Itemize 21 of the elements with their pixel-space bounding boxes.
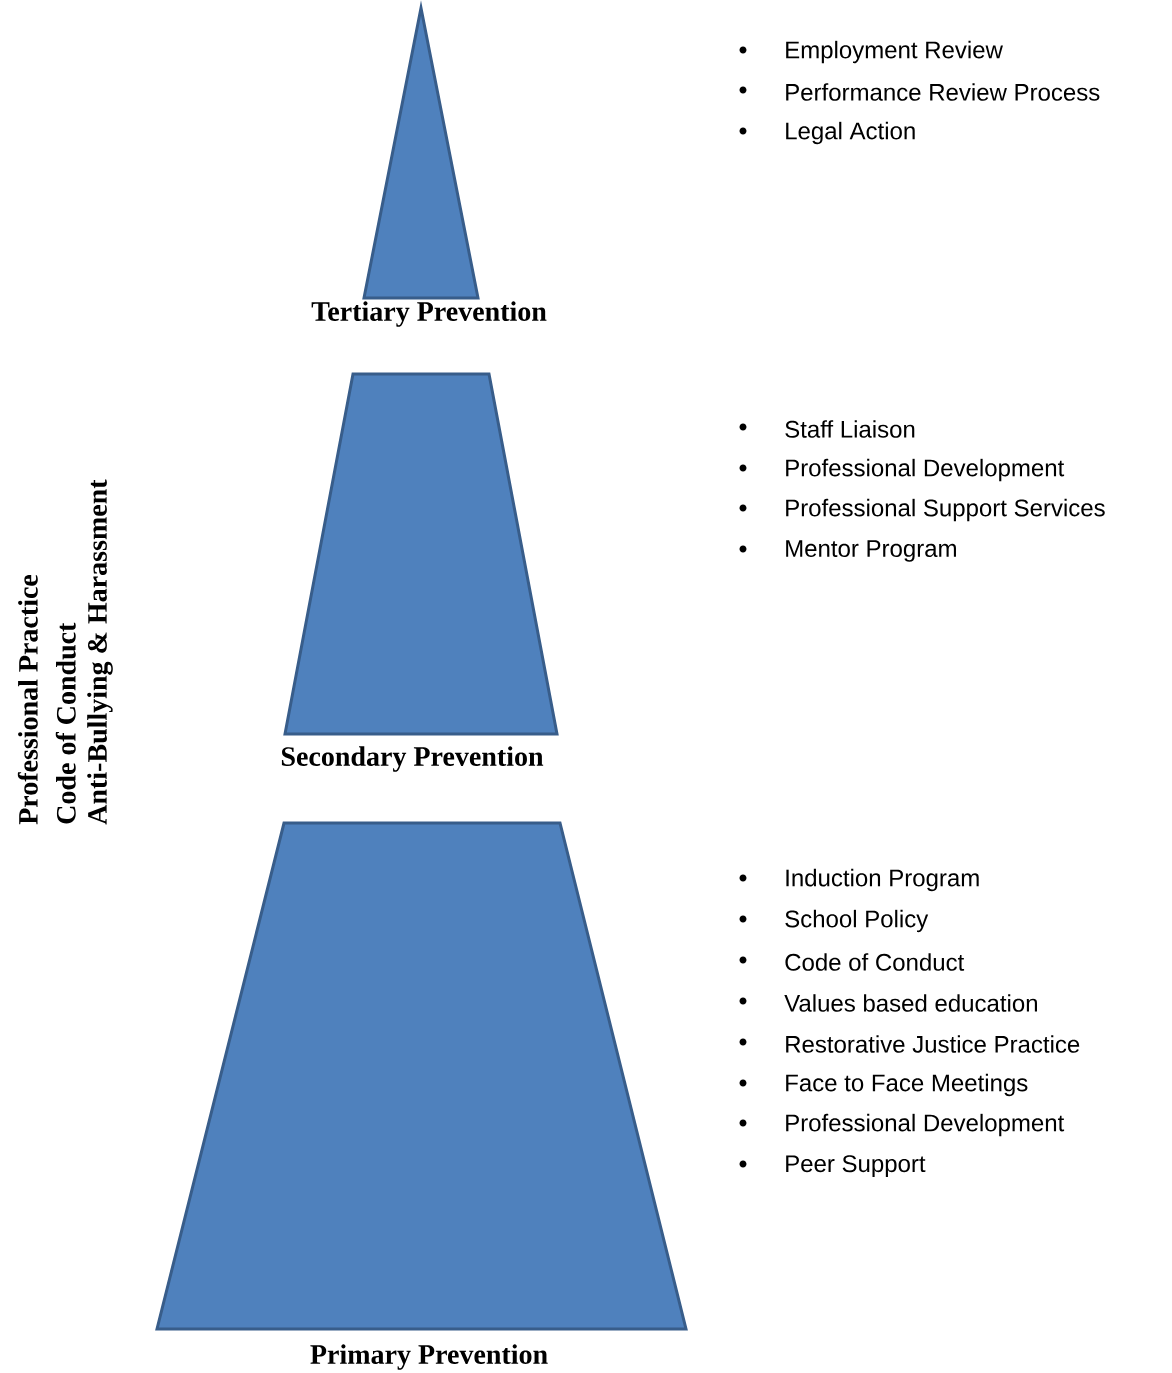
- tier-heading: Secondary Prevention: [281, 746, 544, 772]
- tier-heading: Tertiary Prevention: [311, 301, 547, 327]
- list-item: Performance Review Process: [739, 83, 1100, 101]
- tier-heading: Primary Prevention: [310, 1344, 548, 1370]
- list-item: Induction Program: [739, 868, 979, 892]
- list-item: Mentor Program: [739, 540, 956, 562]
- list-item: Face to Face Meetings: [739, 1073, 1028, 1097]
- list-item: Professional Development: [739, 458, 1065, 482]
- list-item: Values based education: [739, 994, 1037, 1012]
- list-item: Legal Action: [739, 121, 915, 145]
- list-item: Professional Development: [739, 1113, 1065, 1137]
- list-item: Peer Support: [739, 1155, 926, 1177]
- list-item: Code of Conduct: [739, 953, 965, 971]
- list-item: Restorative Justice Practice: [739, 1035, 1080, 1053]
- side-heading: Code of Conduct: [55, 622, 76, 824]
- list-item: Employment Review: [739, 40, 1003, 64]
- list-item: Professional Support Services: [739, 498, 1105, 522]
- list-item: School Policy: [739, 909, 929, 933]
- side-heading: Professional Practice: [17, 574, 38, 825]
- list-item: Staff Liaison: [739, 420, 915, 438]
- side-heading: Anti-Bullying & Harassment: [87, 479, 113, 825]
